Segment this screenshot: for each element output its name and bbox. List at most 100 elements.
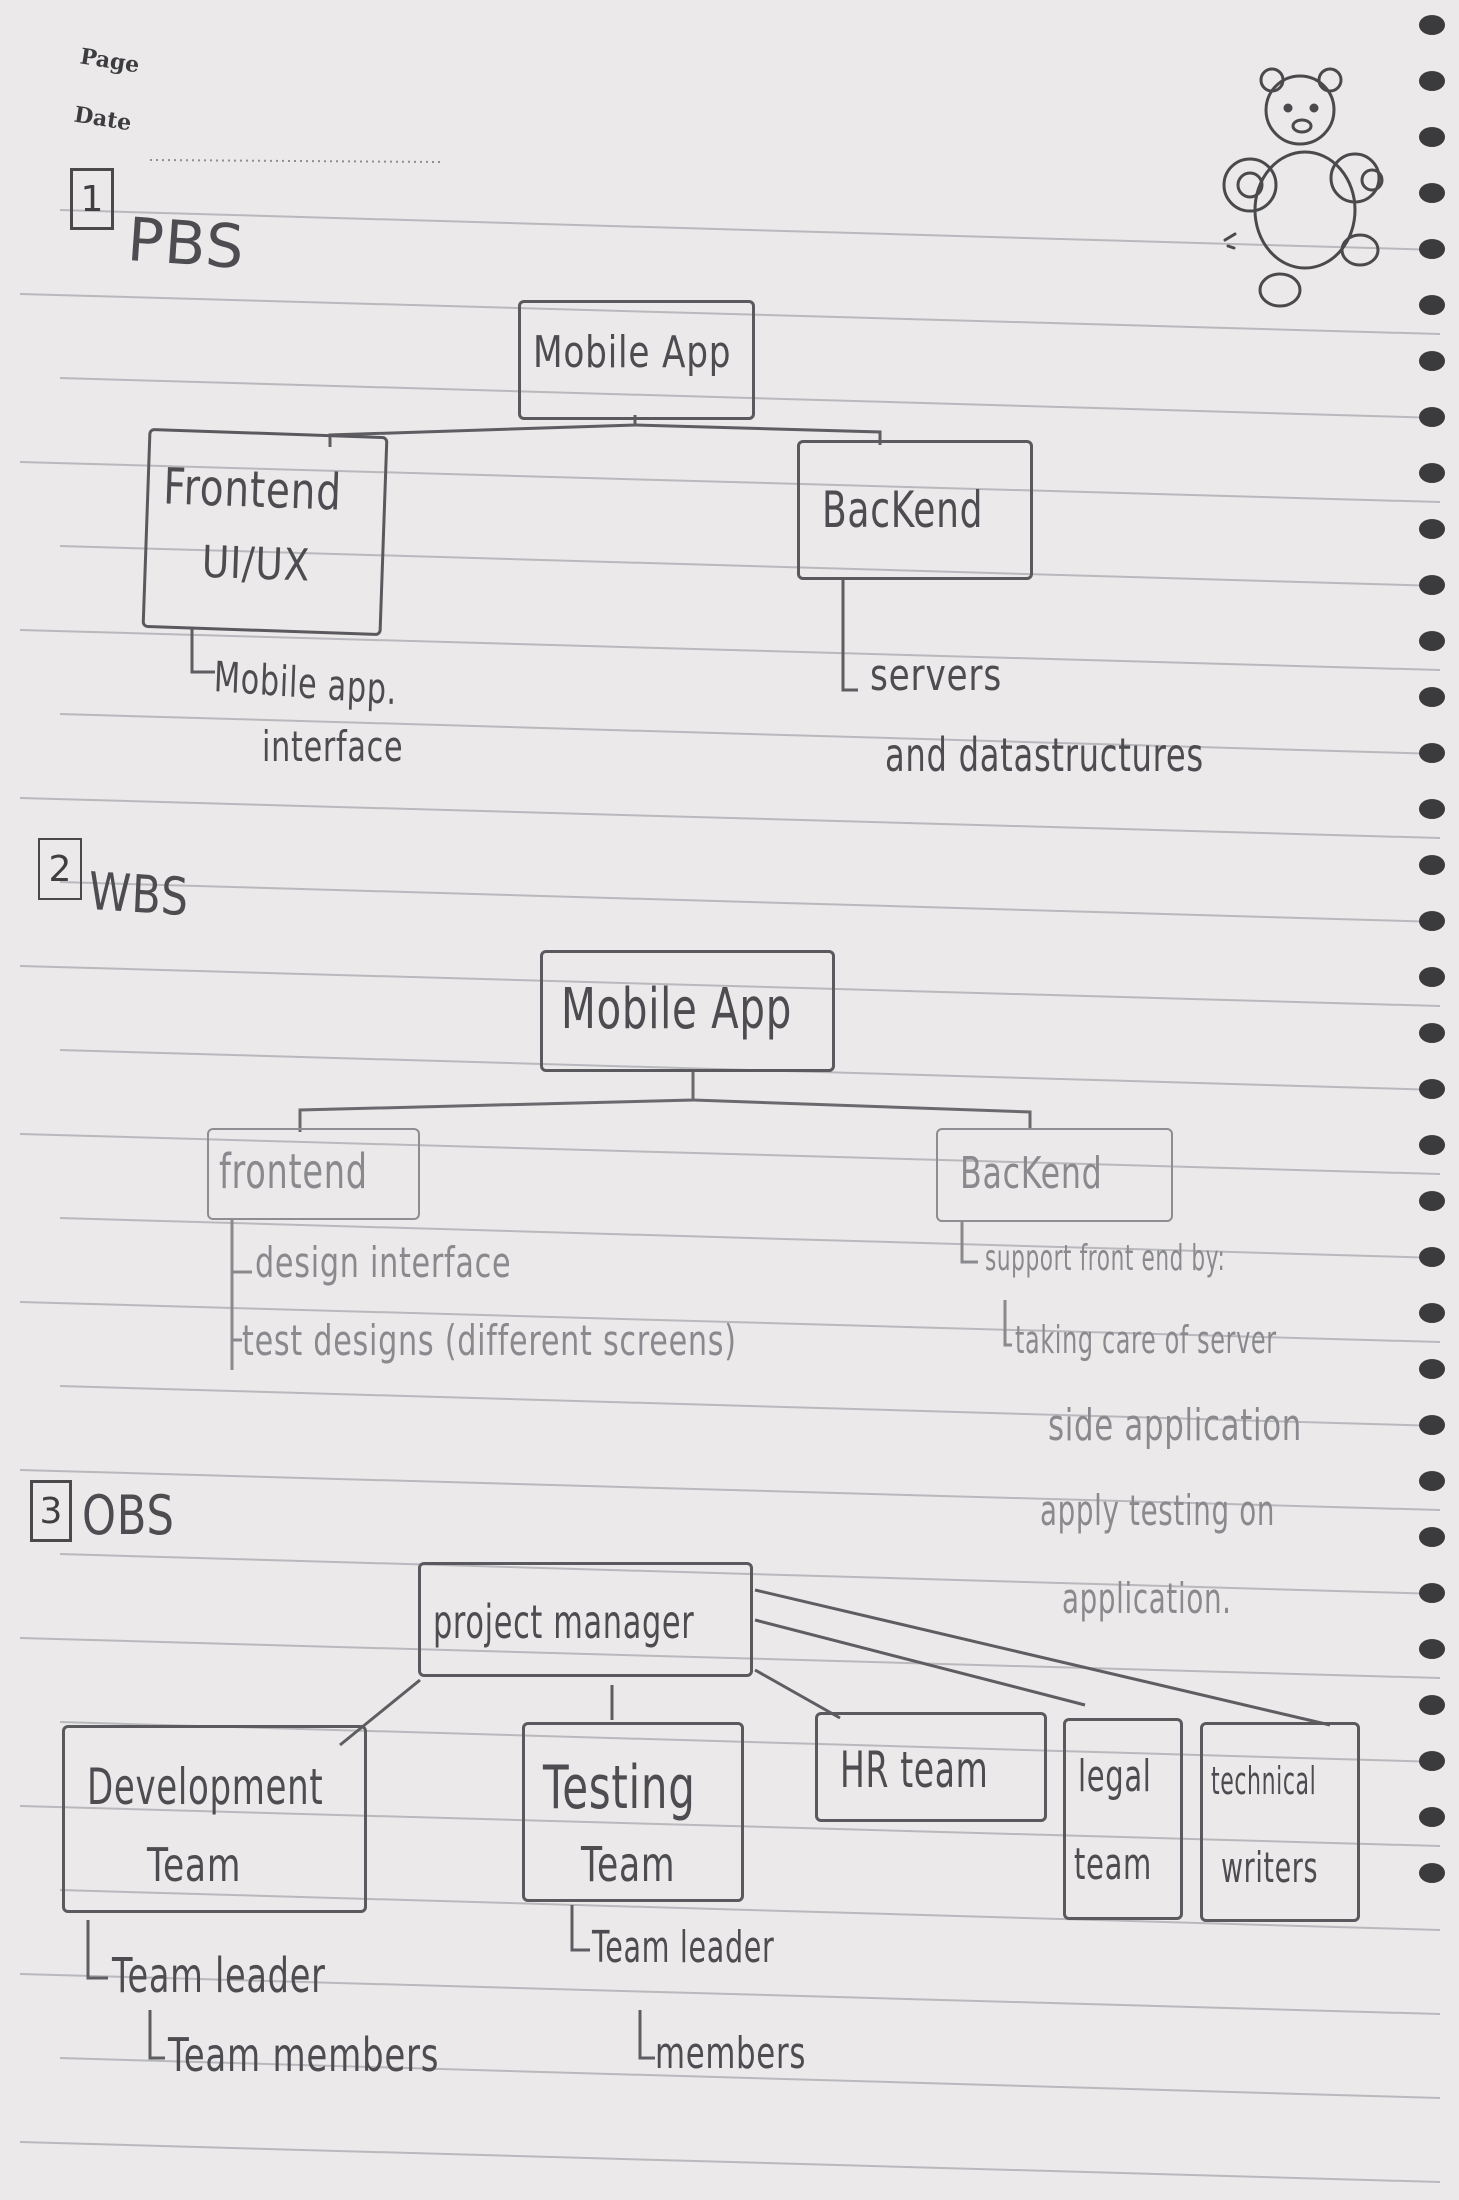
wbs-frontend-label: frontend: [219, 1144, 368, 1200]
binding-ring: [1419, 71, 1445, 91]
pbs-frontend-label: Frontend: [162, 457, 343, 522]
obs-hr-label: HR team: [840, 1741, 989, 1799]
binding-ring: [1419, 1023, 1445, 1043]
ruled-line: [19, 629, 1441, 671]
pbs-frontend-note-2: interface: [262, 722, 404, 771]
ruled-line: [59, 1721, 1441, 1763]
binding-ring: [1419, 183, 1445, 203]
ruled-line: [19, 461, 1441, 503]
binding-ring: [1419, 911, 1445, 931]
obs-technical-label: technical: [1211, 1759, 1317, 1803]
binding-ring: [1419, 631, 1445, 651]
wbs-frontend-item-1: design interface: [255, 1238, 512, 1287]
binding-ring: [1419, 1583, 1445, 1603]
binding-ring: [1419, 463, 1445, 483]
section-number-text: 2: [48, 848, 72, 890]
binding-ring: [1419, 351, 1445, 371]
wbs-root-node: Mobile App: [540, 950, 835, 1072]
pbs-backend-note-1: servers: [870, 650, 1002, 701]
pbs-backend-note-2: and datastructures: [885, 728, 1204, 782]
wbs-backend-label: BacKend: [960, 1148, 1103, 1199]
ruled-line: [19, 1469, 1441, 1511]
obs-development-sublabel: Team: [147, 1838, 242, 1892]
binding-ring: [1419, 1079, 1445, 1099]
binding-ring: [1419, 239, 1445, 259]
obs-testing-note-1: Team leader: [592, 1922, 775, 1973]
section-number-1: 1: [70, 168, 114, 230]
ruled-line: [19, 1973, 1441, 2015]
binding-ring: [1419, 575, 1445, 595]
pbs-backend-node: BacKend: [797, 440, 1033, 580]
binding-ring: [1419, 1863, 1445, 1883]
binding-ring: [1419, 687, 1445, 707]
section-number-3: 3: [30, 1480, 72, 1542]
binding-ring: [1419, 1807, 1445, 1827]
binding-ring: [1419, 407, 1445, 427]
binding-ring: [1419, 1695, 1445, 1715]
obs-development-note-2: Team members: [168, 2028, 440, 2082]
obs-technical-node: technical writers: [1200, 1722, 1360, 1922]
obs-legal-label: legal: [1078, 1751, 1152, 1802]
obs-testing-node: Testing Team: [522, 1722, 744, 1902]
section-title-obs: OBS: [82, 1484, 175, 1547]
obs-testing-label: Testing: [543, 1753, 696, 1823]
ruled-line: [19, 1133, 1441, 1175]
ruled-line: [19, 1805, 1441, 1847]
spiral-binding: [1419, 15, 1445, 1883]
pbs-frontend-sublabel: UI/UX: [201, 536, 311, 592]
wbs-backend-note-4: apply testing on: [1040, 1486, 1276, 1535]
binding-ring: [1419, 15, 1445, 35]
binding-ring: [1419, 1303, 1445, 1323]
binding-ring: [1419, 1359, 1445, 1379]
binding-ring: [1419, 1471, 1445, 1491]
section-number-text: 1: [80, 178, 104, 220]
wbs-backend-note-1: support front end by:: [985, 1238, 1226, 1279]
wbs-connectors: [230, 1072, 1032, 1370]
ruled-line: [59, 1217, 1441, 1259]
obs-development-note-1: Team leader: [112, 1948, 326, 2004]
wbs-backend-note-3: side application: [1048, 1400, 1302, 1451]
section-title-pbs: PBS: [125, 205, 248, 284]
obs-root-label: project manager: [433, 1595, 695, 1649]
obs-development-label: Development: [87, 1758, 324, 1816]
wbs-root-label: Mobile App: [561, 977, 793, 1042]
binding-ring: [1419, 127, 1445, 147]
binding-ring: [1419, 1247, 1445, 1267]
obs-connectors: [86, 1588, 1331, 2060]
wbs-backend-node: BacKend: [936, 1128, 1173, 1222]
binding-ring: [1419, 855, 1445, 875]
obs-development-node: Development Team: [62, 1725, 367, 1913]
ruled-line: [59, 1385, 1441, 1427]
obs-testing-sublabel: Team: [581, 1837, 676, 1893]
wbs-frontend-item-2: test designs (different screens): [242, 1316, 737, 1365]
ruled-lines: [19, 209, 1441, 2183]
obs-legal-sublabel: team: [1074, 1839, 1152, 1890]
wbs-backend-note-5: application.: [1062, 1574, 1232, 1623]
binding-ring: [1419, 967, 1445, 987]
pbs-root-node: Mobile App: [518, 300, 755, 420]
bear-doodle-icon: [1222, 67, 1384, 308]
obs-legal-node: legal team: [1063, 1718, 1183, 1920]
ruled-line: [59, 377, 1441, 419]
obs-root-node: project manager: [418, 1562, 753, 1677]
binding-ring: [1419, 1527, 1445, 1547]
binding-ring: [1419, 1415, 1445, 1435]
binding-ring: [1419, 1639, 1445, 1659]
pbs-backend-label: BacKend: [822, 481, 984, 539]
ruled-line: [19, 797, 1441, 839]
ruled-line: [19, 1637, 1441, 1679]
pbs-root-label: Mobile App: [533, 327, 732, 378]
ruled-line: [59, 2057, 1441, 2099]
binding-ring: [1419, 1191, 1445, 1211]
section-title-wbs: WBS: [87, 862, 191, 929]
binding-ring: [1419, 1751, 1445, 1771]
pbs-frontend-node: Frontend UI/UX: [141, 427, 389, 637]
wbs-frontend-node: frontend: [207, 1128, 420, 1220]
binding-ring: [1419, 799, 1445, 819]
ruled-line: [59, 1889, 1441, 1931]
obs-hr-node: HR team: [815, 1712, 1047, 1822]
section-number-text: 3: [39, 1490, 63, 1532]
binding-ring: [1419, 519, 1445, 539]
section-number-2: 2: [38, 838, 82, 900]
